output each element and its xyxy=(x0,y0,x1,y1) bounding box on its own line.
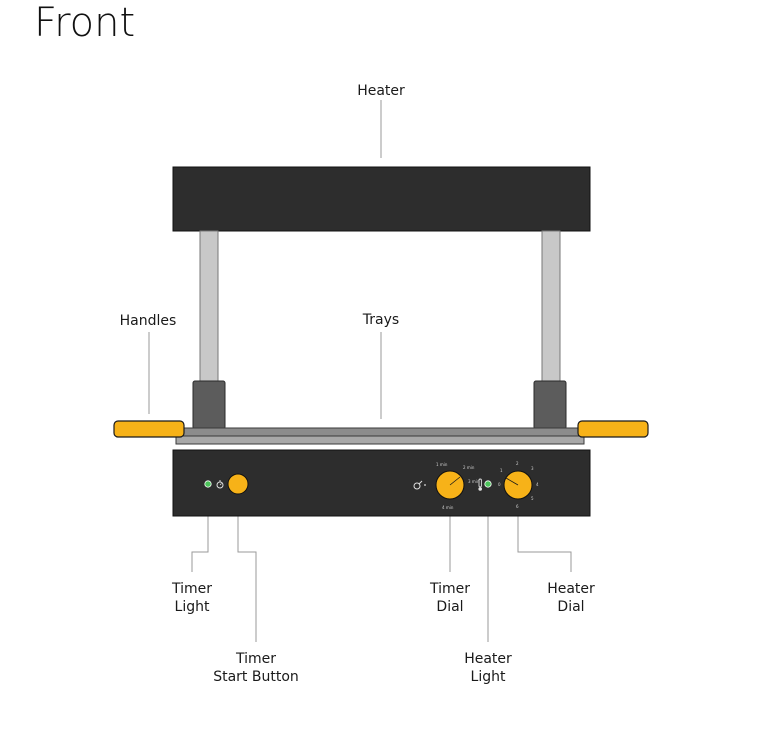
heater-dial-tick: 3 xyxy=(531,466,534,471)
tray xyxy=(167,427,593,437)
timer-light-label-line1: Timer xyxy=(171,581,212,597)
timer-start-button-leader xyxy=(237,497,257,642)
timer-dial-label-line1: Timer xyxy=(429,581,470,597)
heater-dial-label-line1: Heater xyxy=(547,581,595,597)
timer-light-label-line2: Light xyxy=(175,599,210,615)
trays-label: Trays xyxy=(362,312,399,328)
right-pole xyxy=(541,230,561,384)
right-handle[interactable] xyxy=(577,420,649,438)
timer-dial-pointer xyxy=(449,476,461,486)
left-pole-base xyxy=(192,380,226,430)
heater-dial-tick: 6 xyxy=(516,504,519,509)
heater-light-label-line1: Heater xyxy=(464,651,512,667)
timer-dial-tick: 4 min xyxy=(442,505,454,510)
timer-dial-tick: 3 min xyxy=(468,479,480,484)
timer-indicator-light xyxy=(204,480,212,488)
stopwatch-icon xyxy=(216,480,224,489)
heater-dial-tick: 1 xyxy=(500,468,503,473)
thermometer-icon xyxy=(478,478,483,491)
handles-label: Handles xyxy=(120,313,177,329)
heater-dial-tick: 4 xyxy=(536,482,539,487)
heater-dial-pointer xyxy=(505,477,519,486)
timer-dial-tick: 1 min xyxy=(436,462,448,467)
timer-light-leader xyxy=(191,493,209,572)
page-title: Front xyxy=(34,0,135,46)
left-handle[interactable] xyxy=(113,420,185,438)
heater-unit xyxy=(172,166,591,232)
timer-start-button-label-line1: Timer xyxy=(235,651,276,667)
heater-dial-label-line2: Dial xyxy=(557,599,584,615)
heater-label: Heater xyxy=(357,83,405,99)
heater-dial-tick: 0 xyxy=(498,482,501,487)
heater-dial-tick: 2 xyxy=(516,461,519,466)
heater-dial-leader xyxy=(517,500,572,572)
timer-dial-label-line2: Dial xyxy=(436,599,463,615)
heater-dial-tick: 5 xyxy=(531,496,534,501)
heater-indicator-light xyxy=(484,480,492,488)
right-pole-base xyxy=(533,380,567,430)
heater-light-label-line2: Light xyxy=(471,669,506,685)
timer-dial-tick: 2 min xyxy=(463,465,475,470)
timer-dial-symbol-icon xyxy=(413,480,426,490)
tray-lower-lip xyxy=(175,435,585,445)
timer-start-button[interactable] xyxy=(227,473,249,495)
timer-start-button-label-line2: Start Button xyxy=(213,669,299,685)
left-pole xyxy=(199,230,219,384)
